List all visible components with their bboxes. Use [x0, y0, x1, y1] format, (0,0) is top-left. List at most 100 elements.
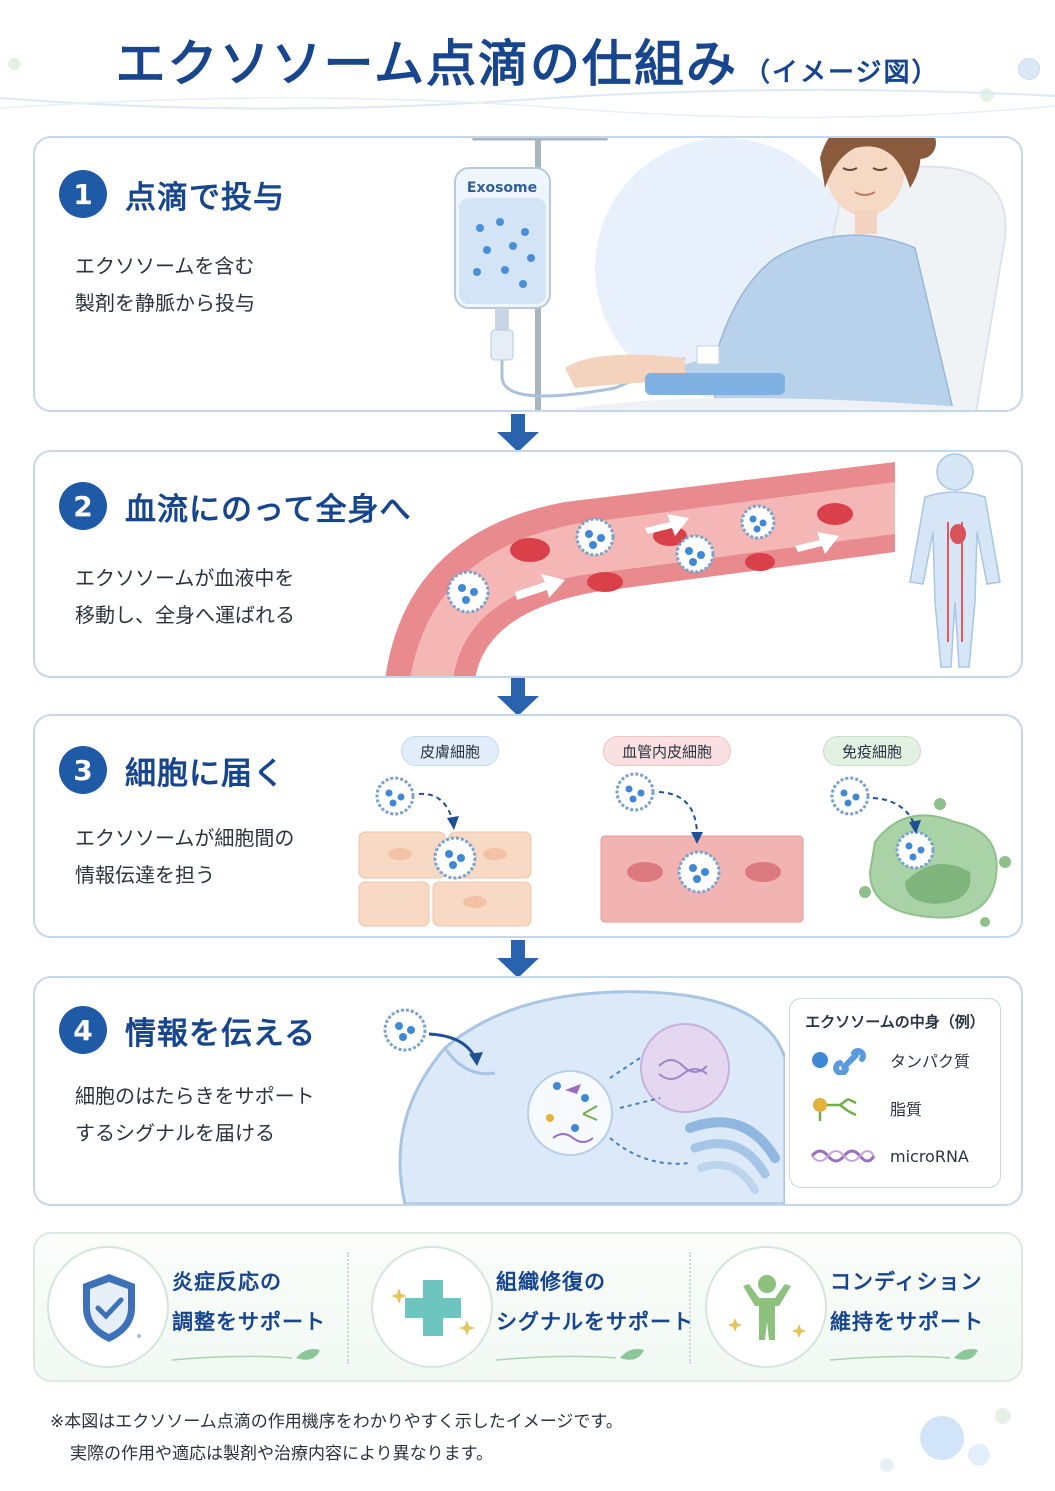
flow-arrow	[645, 514, 689, 536]
benefit-inflammation: 炎症反応の 調整をサポート	[35, 1234, 355, 1384]
cell-delivery-illustration	[358, 772, 1011, 927]
legend-item-microrna: microRNA	[808, 1141, 969, 1171]
benefit-label: コンディション 維持をサポート	[830, 1262, 984, 1342]
exosome-particle	[575, 517, 615, 557]
microrna-icon	[810, 1149, 876, 1163]
legend-label-protein: タンパク質	[890, 1052, 971, 1071]
divider	[347, 1252, 349, 1364]
step-3-number: 3	[59, 746, 107, 794]
step-1-panel: 1 点滴で投与 エクソソームを含む 製剤を静脈から投与 Exosome	[33, 136, 1023, 412]
step-3-desc-line2: 情報伝達を担う	[75, 863, 215, 887]
benefit-2-line2: シグナルをサポート	[496, 1310, 694, 1334]
step-2-desc: エクソソームが血液中を 移動し、全身へ運ばれる	[75, 560, 295, 634]
benefits-panel: 炎症反応の 調整をサポート 組織修復の シグナルをサポート	[33, 1232, 1023, 1382]
leaf-icon	[496, 1349, 644, 1361]
step-3-desc-line1: エクソソームが細胞間の	[75, 826, 295, 850]
benefit-label: 炎症反応の 調整をサポート	[172, 1262, 326, 1342]
benefit-condition: コンディション 維持をサポート	[693, 1234, 1023, 1384]
protein-icon	[812, 1048, 866, 1075]
cell-tag-endothelial: 血管内皮細胞	[603, 736, 732, 766]
shield-check-icon	[83, 1274, 141, 1342]
cell-tag-immune: 免疫細胞	[823, 736, 922, 766]
divider	[689, 1252, 691, 1364]
step-1-desc: エクソソームを含む 製剤を静脈から投与	[75, 248, 255, 322]
title-wave	[0, 88, 1055, 118]
lipid-icon	[813, 1097, 857, 1121]
title-sub: （イメージ図）	[744, 58, 940, 88]
decor-dot	[880, 1458, 894, 1472]
flow-arrow	[515, 574, 565, 600]
arrow-down-icon	[497, 678, 539, 716]
step-3-title: 細胞に届く	[125, 755, 285, 792]
benefit-label: 組織修復の シグナルをサポート	[496, 1262, 694, 1342]
exosome-particle	[675, 534, 715, 574]
leaf-icon	[830, 1349, 978, 1361]
cell-tag-skin: 皮膚細胞	[401, 736, 500, 766]
decor-dot	[1018, 58, 1040, 80]
legend-title: エクソソームの中身（例）	[805, 1013, 985, 1031]
nucleus	[640, 1023, 730, 1113]
page-title: エクソソーム点滴の仕組み（イメージ図）	[0, 24, 1055, 96]
endothelial-cells	[600, 772, 804, 923]
step-2-number: 2	[59, 482, 107, 530]
iv-tape	[696, 345, 720, 365]
iv-drip-illustration: Exosome	[454, 138, 1007, 410]
step-2-desc-line2: 移動し、全身へ運ばれる	[75, 603, 295, 627]
step-4-desc-line1: 細胞のはたらきをサポート	[75, 1084, 315, 1108]
medical-cross-icon	[391, 1280, 475, 1336]
footnote-line1: ※本図はエクソソーム点滴の作用機序をわかりやすく示したイメージです。	[50, 1412, 623, 1432]
exosome-contents-legend: エクソソームの中身（例） タンパク質 脂質 microRNA	[789, 998, 1001, 1188]
benefit-2-line1: 組織修復の	[496, 1270, 606, 1294]
patient-face	[825, 138, 905, 216]
step-3-desc: エクソソームが細胞間の 情報伝達を担う	[75, 820, 294, 894]
step-3-panel: 3 細胞に届く エクソソームが細胞間の 情報伝達を担う 皮膚細胞 血管内皮細胞 …	[33, 714, 1023, 938]
title-main: エクソソーム点滴の仕組み	[115, 35, 738, 93]
decor-dot	[968, 1444, 990, 1466]
step-2-panel: 2 血流にのって全身へ エクソソームが血液中を 移動し、全身へ運ばれる	[33, 450, 1023, 678]
legend-label-lipid: 脂質	[890, 1100, 923, 1119]
step-4-panel: 4 情報を伝える 細胞のはたらきをサポート するシグナルを届ける	[33, 976, 1023, 1206]
vessel-lumen	[410, 482, 895, 676]
step-1-header: 1 点滴で投与	[59, 170, 285, 218]
legend-item-protein: タンパク質	[808, 1045, 970, 1075]
step-2-desc-line1: エクソソームが血液中を	[75, 566, 295, 590]
red-blood-cell	[817, 503, 853, 525]
benefit-3-line2: 維持をサポート	[830, 1310, 984, 1334]
footnote: ※本図はエクソソーム点滴の作用機序をわかりやすく示したイメージです。 実際の作用…	[50, 1406, 623, 1470]
benefit-1-line1: 炎症反応の	[172, 1270, 282, 1294]
benefit-3-line1: コンディション	[830, 1270, 983, 1294]
legend-item-lipid: 脂質	[808, 1093, 922, 1123]
footnote-line2: 実際の作用や適応は製剤や治療内容により異なります。	[70, 1444, 493, 1464]
iv-bag-label: Exosome	[467, 180, 537, 196]
exosome-particle	[740, 504, 776, 540]
decor-dot	[980, 88, 994, 102]
arrow-down-icon	[497, 940, 539, 978]
decor-dot	[995, 1408, 1011, 1424]
patient-hair	[820, 138, 921, 188]
iv-tube	[500, 356, 686, 398]
skin-cells	[358, 776, 532, 927]
step-1-number: 1	[59, 170, 107, 218]
step-1-title: 点滴で投与	[125, 179, 285, 216]
step-4-desc: 細胞のはたらきをサポート するシグナルを届ける	[75, 1078, 315, 1152]
leaf-icon	[172, 1349, 320, 1361]
arm-rest	[645, 373, 785, 395]
immune-cell	[830, 776, 1011, 927]
decor-dot	[920, 1416, 964, 1460]
step-1-desc-line2: 製剤を静脈から投与	[75, 291, 255, 315]
step-1-desc-line1: エクソソームを含む	[75, 254, 255, 278]
step-2-title: 血流にのって全身へ	[125, 491, 412, 528]
exosome-particle	[446, 570, 490, 614]
step-2-header: 2 血流にのって全身へ	[59, 482, 411, 530]
person-raised-arms-icon	[728, 1275, 806, 1340]
blood-vessel-illustration	[385, 453, 1001, 676]
flow-arrow	[795, 532, 839, 554]
benefit-tissue-repair: 組織修復の シグナルをサポート	[359, 1234, 693, 1384]
golgi-apparatus	[685, 1117, 780, 1194]
step-4-desc-line2: するシグナルを届ける	[75, 1121, 275, 1145]
decor-dot	[8, 58, 20, 70]
arrow-down-icon	[497, 414, 539, 452]
step-4-header: 4 情報を伝える	[59, 1006, 316, 1054]
step-4-title: 情報を伝える	[125, 1015, 317, 1052]
red-blood-cell	[745, 553, 775, 571]
